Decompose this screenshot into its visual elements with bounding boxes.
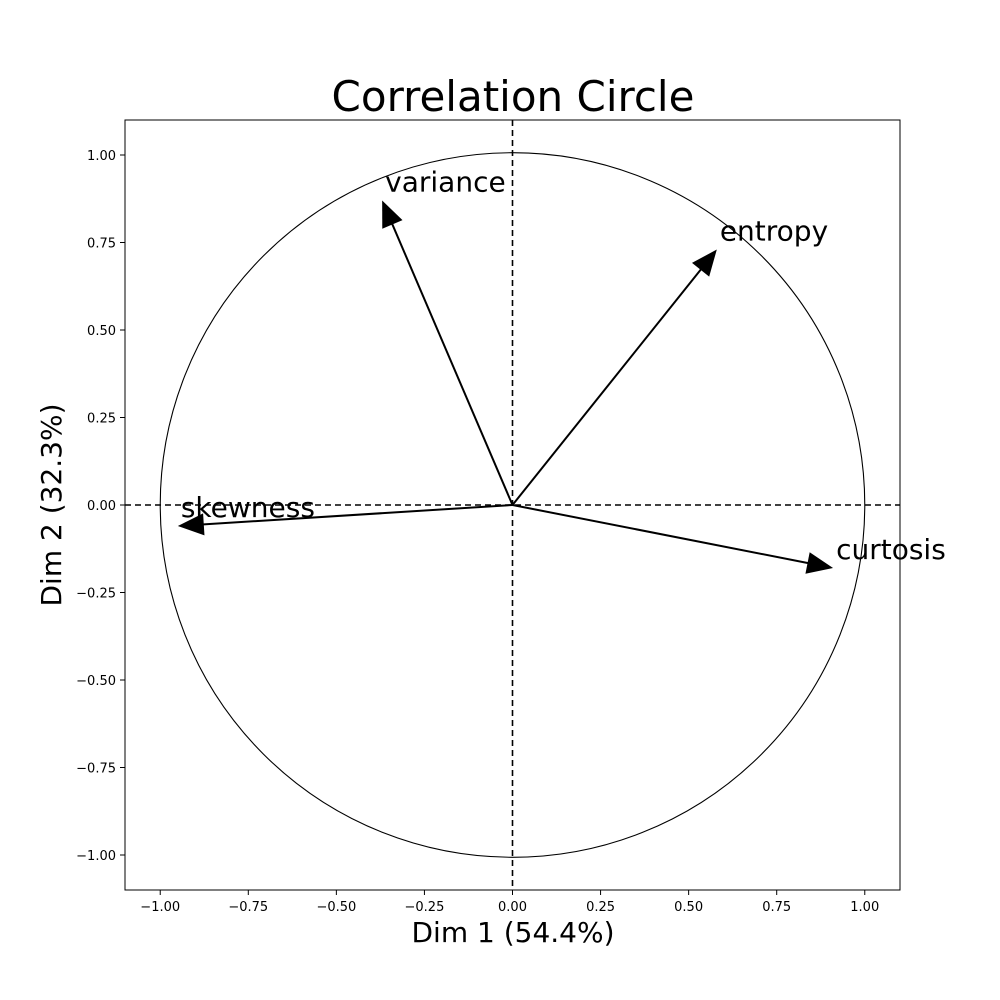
y-tick-label: −0.50 — [76, 674, 116, 689]
vector-arrowhead-entropy — [691, 249, 717, 277]
x-tick-label: 1.00 — [850, 900, 879, 915]
vector-arrow-variance — [390, 222, 514, 506]
y-tick-label: 0.00 — [87, 499, 116, 514]
vector-arrowhead-skewness — [177, 513, 205, 536]
vector-arrow-skewness — [201, 504, 513, 526]
x-tick-label: −0.50 — [316, 900, 356, 915]
y-tick-label: −1.00 — [76, 849, 116, 864]
x-tick-label: 0.25 — [586, 900, 615, 915]
vector-arrowhead-variance — [382, 200, 403, 229]
x-tick-label: −1.00 — [140, 900, 180, 915]
vector-arrow-entropy — [511, 267, 703, 506]
x-tick-label: −0.75 — [228, 900, 268, 915]
plot-area: −1.00 −0.75 −0.50 −0.25 0.00 0.25 0.50 0.75 1.00… — [76, 119, 946, 915]
chart-title: Correlation Circle — [332, 72, 695, 121]
y-axis-title: Dim 2 (32.3%) — [35, 403, 68, 606]
y-tick-label: −0.75 — [76, 762, 116, 777]
x-axis-title: Dim 1 (54.4%) — [411, 916, 614, 949]
x-tick-label: 0.75 — [762, 900, 791, 915]
y-tick-label: 0.25 — [87, 412, 116, 427]
vector-label-curtosis: curtosis — [836, 533, 946, 566]
x-tick-label: 0.00 — [498, 900, 527, 915]
x-tick-label: 0.50 — [674, 900, 703, 915]
x-tick-label: −0.25 — [405, 900, 445, 915]
y-tick-label: 0.50 — [87, 324, 116, 339]
vector-label-entropy: entropy — [720, 215, 828, 248]
vector-label-skewness: skewness — [181, 491, 315, 524]
y-tick-label: 1.00 — [87, 149, 116, 164]
vector-label-variance: variance — [385, 166, 506, 199]
y-tick-label: −0.25 — [76, 587, 116, 602]
y-tick-label: 0.75 — [87, 237, 116, 252]
vector-arrowhead-curtosis — [805, 552, 834, 574]
vector-arrow-curtosis — [512, 504, 810, 565]
